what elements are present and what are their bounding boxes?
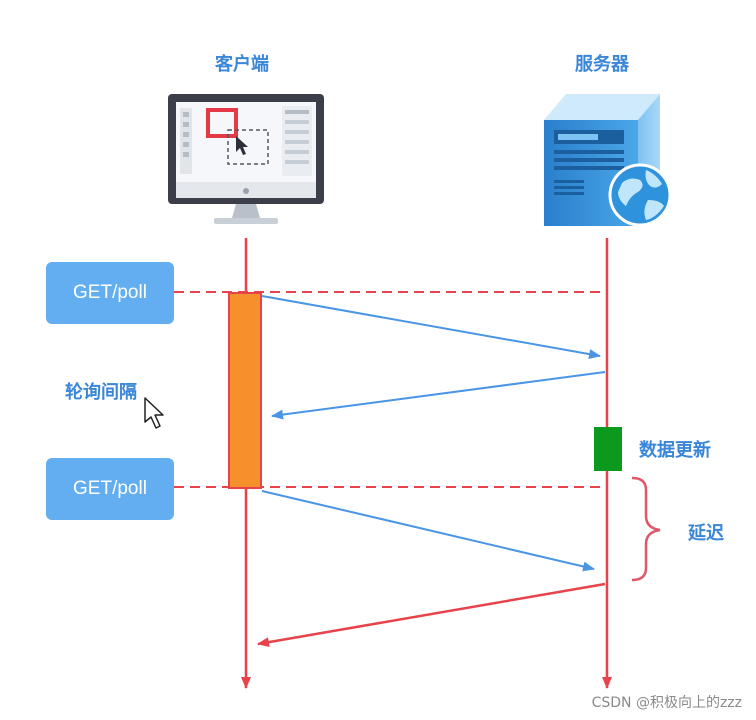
watermark: CSDN @积极向上的zzz [591, 695, 742, 711]
delay-brace [631, 476, 661, 582]
response-2-arrow [257, 582, 606, 648]
data-update-box [594, 427, 622, 471]
poll-interval-box [228, 292, 262, 489]
response-1-arrow [271, 371, 606, 420]
poll-interval-label: 轮询间隔 [65, 382, 137, 403]
client-label: 客户端 [215, 54, 269, 75]
server-label: 服务器 [575, 54, 629, 75]
get-poll-request-2: GET/poll [46, 458, 174, 520]
mouse-pointer-icon [144, 397, 164, 429]
server-tower-globe-icon [544, 94, 672, 227]
desktop-monitor-icon [168, 94, 324, 224]
request-1-arrow [261, 295, 601, 360]
delay-label: 延迟 [688, 523, 724, 544]
get-poll-request-1: GET/poll [46, 262, 174, 324]
request-2-arrow [261, 490, 595, 572]
data-update-label: 数据更新 [639, 440, 711, 461]
